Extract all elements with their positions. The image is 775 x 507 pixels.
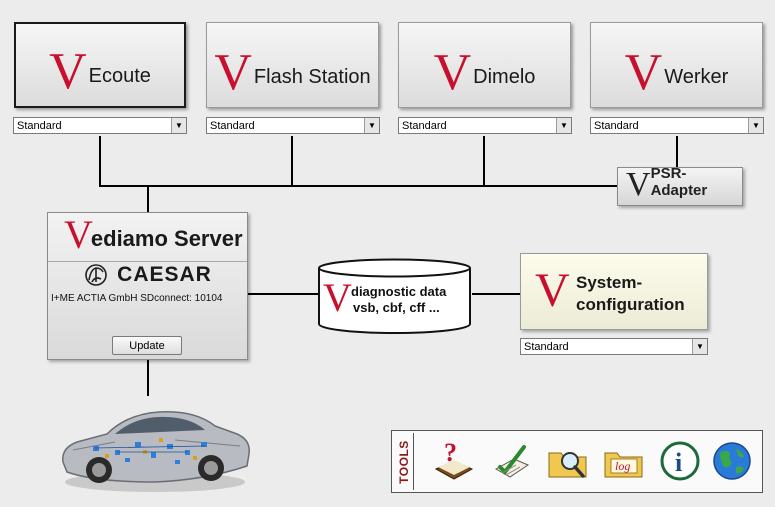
diagnostic-data-button[interactable]: V diagnostic data vsb, cbf, cff ...: [317, 258, 472, 336]
database-icon: [318, 258, 471, 334]
vediamo-logo-icon: V: [433, 44, 472, 101]
connector-line: [472, 293, 520, 295]
connection-status: I+ME ACTIA GmbH SDconnect: 10104: [51, 293, 223, 304]
info-icon[interactable]: i: [658, 439, 702, 483]
select-value: Standard: [594, 119, 639, 132]
log-text: log: [615, 459, 630, 473]
dropdown-arrow-icon[interactable]: ▼: [748, 118, 763, 133]
database-label: diagnostic data: [351, 284, 447, 299]
system-config-label: System-: [576, 273, 643, 292]
connector-line: [147, 185, 149, 212]
folder-search-icon[interactable]: [546, 439, 590, 483]
database-formats: vsb, cbf, cff ...: [353, 300, 440, 315]
dropdown-arrow-icon[interactable]: ▼: [171, 118, 186, 133]
ecoute-config-select[interactable]: Standard ▼: [13, 117, 187, 134]
connector-line: [248, 293, 318, 295]
werker-config-select[interactable]: Standard ▼: [590, 117, 764, 134]
help-book-icon[interactable]: ?: [432, 439, 476, 483]
dropdown-arrow-icon[interactable]: ▼: [692, 339, 707, 354]
vediamo-logo-icon: V: [535, 264, 570, 317]
connector-line: [147, 360, 149, 396]
globe-icon[interactable]: [710, 439, 754, 483]
vehicle-illustration: [62, 411, 250, 492]
vediamo-logo-icon: V: [626, 166, 651, 203]
tile-label: Flash Station: [253, 66, 371, 88]
vediamo-logo-icon: V: [624, 44, 663, 101]
info-text: i: [675, 448, 682, 477]
system-config-select[interactable]: Standard ▼: [520, 338, 708, 355]
caesar-label: CAESAR: [117, 263, 212, 286]
vediamo-logo-icon: V: [64, 212, 93, 257]
select-value: Standard: [17, 119, 62, 132]
tile-label: Dimelo: [473, 66, 536, 88]
dropdown-arrow-icon[interactable]: ▼: [556, 118, 571, 133]
system-config-label-2: configuration: [576, 295, 685, 314]
connector-line: [291, 136, 293, 187]
log-folder-icon[interactable]: log: [602, 439, 646, 483]
caesar-logo-icon: [85, 264, 107, 286]
connector-line: [676, 136, 678, 167]
tile-label: Werker: [664, 66, 729, 88]
tools-label: TOOLS: [396, 439, 411, 484]
psr-adapter-label: PSR-Adapter: [650, 165, 708, 199]
server-title: ediamo Server: [90, 226, 243, 251]
select-value: Standard: [210, 119, 255, 132]
svg-text:?: ?: [444, 439, 457, 467]
update-button[interactable]: Update: [112, 336, 182, 355]
vediamo-logo-icon: V: [323, 275, 352, 320]
dropdown-arrow-icon[interactable]: ▼: [364, 118, 379, 133]
flash-station-config-select[interactable]: Standard ▼: [206, 117, 380, 134]
connector-line: [483, 136, 485, 187]
select-value: Standard: [402, 119, 447, 132]
connector-bus: [99, 185, 618, 187]
checklist-icon[interactable]: [490, 439, 534, 483]
divider: [48, 261, 247, 262]
select-value: Standard: [524, 340, 569, 353]
tile-label: Ecoute: [88, 65, 151, 87]
vediamo-logo-icon: V: [214, 44, 252, 101]
connector-line: [99, 136, 101, 187]
psr-adapter-button[interactable]: V PSR-Adapter: [617, 165, 743, 206]
system-configuration-button[interactable]: V System- configuration: [520, 253, 708, 330]
dimelo-config-select[interactable]: Standard ▼: [398, 117, 572, 134]
vediamo-logo-icon: V: [49, 43, 87, 100]
tools-panel: TOOLS ? log i: [391, 430, 763, 493]
tools-label-box: TOOLS: [394, 433, 414, 490]
vediamo-server-panel: V ediamo Server CAESAR I+ME ACTIA GmbH S…: [47, 212, 248, 360]
